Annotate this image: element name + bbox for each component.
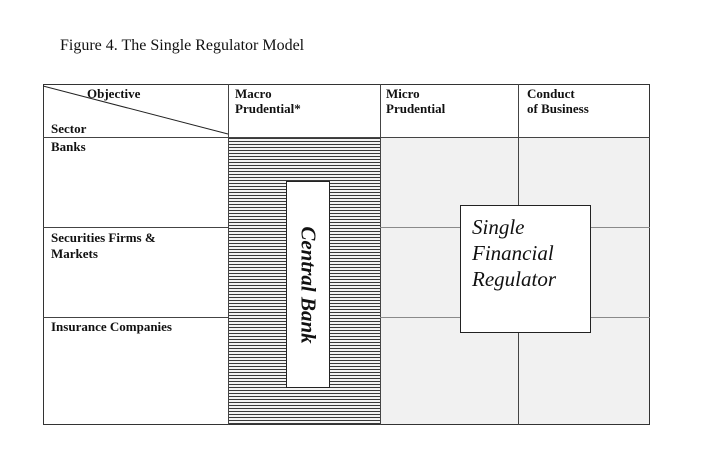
- column-header-macro: Macro Prudential*: [235, 86, 301, 116]
- sector-banks: Banks: [51, 139, 86, 155]
- column-header-macro-line2: Prudential*: [235, 101, 301, 116]
- single-financial-regulator-box: Single Financial Regulator: [460, 205, 591, 333]
- sector-banks-label: Banks: [51, 139, 86, 154]
- central-bank-box: Central Bank: [286, 181, 330, 388]
- col-divider-1: [228, 84, 229, 425]
- col-divider-2: [380, 84, 381, 425]
- regulator-label-line3: Regulator: [472, 267, 556, 291]
- row-divider-1-left: [43, 227, 228, 228]
- regulation-matrix: Objective Sector Macro Prudential* Micro…: [43, 84, 650, 425]
- sector-securities-line1: Securities Firms &: [51, 230, 156, 245]
- sector-securities-line2: Markets: [51, 246, 98, 261]
- regulator-label-line2: Financial: [472, 241, 554, 265]
- sector-insurance: Insurance Companies: [51, 319, 172, 335]
- corner-sector-label: Sector: [51, 121, 87, 136]
- header-divider: [43, 137, 650, 138]
- column-header-micro-line2: Prudential: [386, 101, 446, 116]
- matrix-frame: [43, 84, 650, 425]
- regulator-label-line1: Single: [472, 215, 525, 239]
- corner-objective-label: Objective: [87, 86, 141, 101]
- sector-securities: Securities Firms & Markets: [51, 230, 156, 262]
- sector-insurance-label: Insurance Companies: [51, 319, 172, 334]
- corner-diagonal-line: [43, 85, 229, 135]
- row-divider-2-left: [43, 317, 228, 318]
- column-header-micro: Micro Prudential: [386, 86, 445, 116]
- column-header-conduct-line2: of Business: [527, 101, 589, 116]
- column-header-micro-line1: Micro: [386, 86, 420, 101]
- column-header-conduct-line1: Conduct: [527, 86, 575, 101]
- column-header-conduct: Conduct of Business: [527, 86, 589, 116]
- central-bank-label: Central Bank: [296, 225, 321, 344]
- column-header-macro-line1: Macro: [235, 86, 272, 101]
- figure-caption: Figure 4. The Single Regulator Model: [60, 37, 305, 54]
